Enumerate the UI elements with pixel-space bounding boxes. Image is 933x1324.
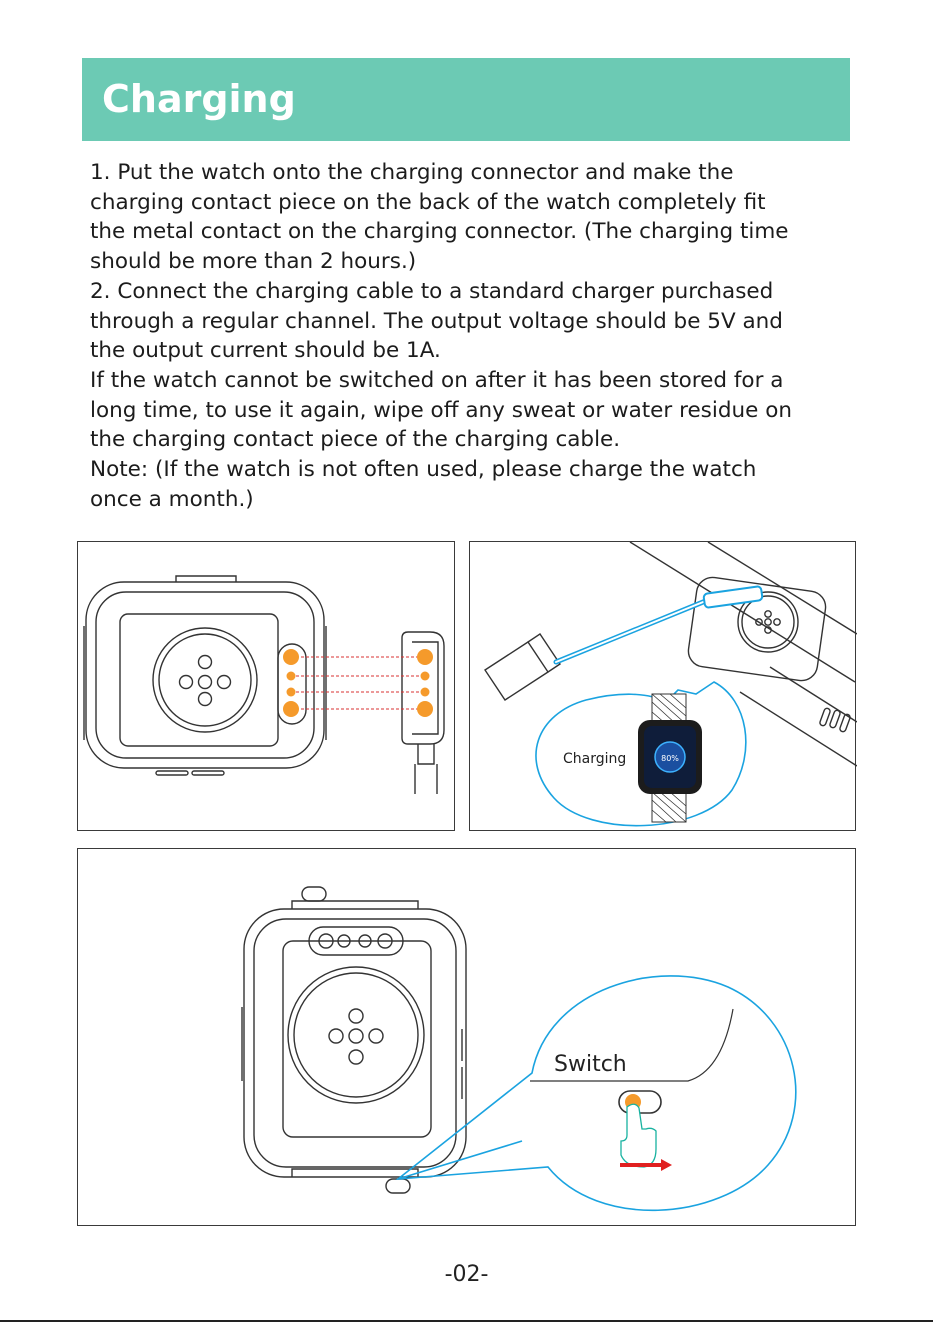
- instruction-line: long time, to use it again, wipe off any…: [90, 397, 792, 423]
- instruction-line: Note: (If the watch is not often used, p…: [90, 457, 757, 483]
- instruction-line: once a month.): [90, 486, 254, 512]
- switch-figure: Switch: [77, 848, 856, 1226]
- contact-dots: [283, 649, 433, 717]
- instruction-line: If the watch cannot be switched on after…: [90, 367, 784, 393]
- instruction-line: 1. Put the watch onto the charging conne…: [90, 160, 734, 185]
- charging-label: Charging: [563, 751, 626, 767]
- watch-back-illustration: [83, 575, 445, 794]
- instruction-line: the output current should be 1A.: [90, 338, 441, 364]
- contact-alignment-figure: [77, 541, 455, 831]
- charging-cable-illustration: 80% Charging: [484, 542, 857, 827]
- instructions-text: 1. Put the watch onto the charging conne…: [90, 158, 860, 514]
- instruction-line: through a regular channel. The output vo…: [90, 308, 783, 334]
- instruction-line: 2. Connect the charging cable to a stand…: [90, 278, 774, 304]
- section-title: Charging: [102, 77, 296, 121]
- footer-divider: [0, 1320, 933, 1322]
- switch-label: Switch: [554, 1052, 627, 1077]
- section-header: Charging: [82, 58, 850, 141]
- page-number: -02-: [444, 1262, 489, 1287]
- instruction-line: the metal contact on the charging connec…: [90, 219, 789, 245]
- watch-switch-illustration: Switch: [241, 886, 797, 1212]
- instruction-line: the charging contact piece of the chargi…: [90, 427, 621, 453]
- instruction-line: should be more than 2 hours.): [90, 249, 417, 275]
- cable-charging-figure: 80% Charging: [469, 541, 857, 831]
- battery-percent: 80%: [661, 754, 679, 763]
- switch-callout: [395, 975, 797, 1212]
- instruction-line: charging contact piece on the back of th…: [90, 189, 766, 215]
